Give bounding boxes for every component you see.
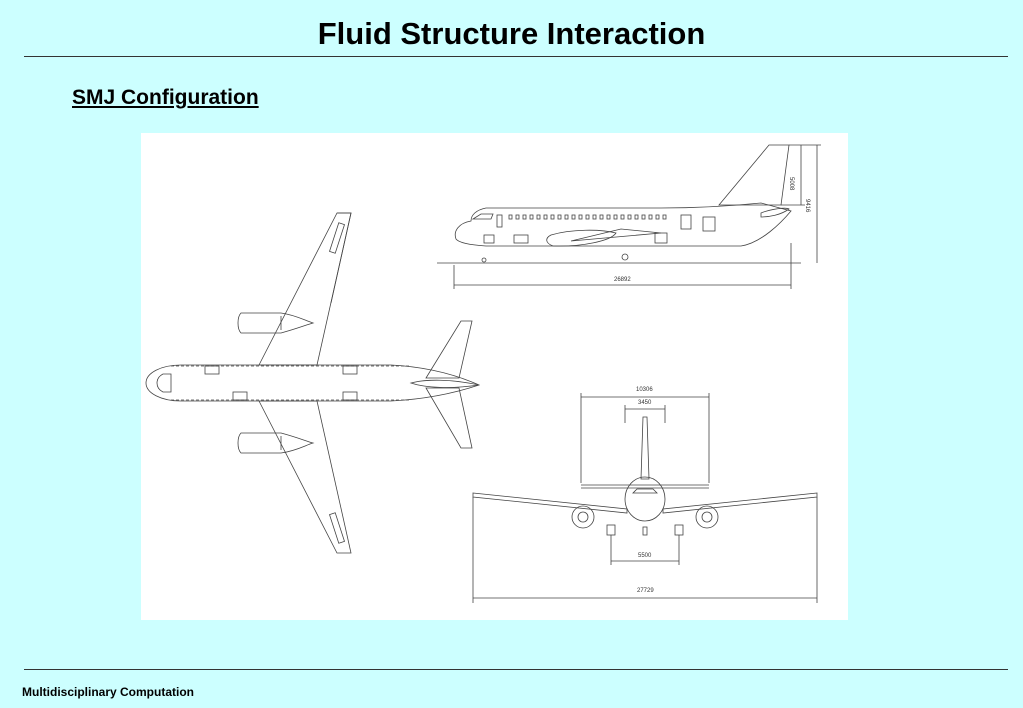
- front-main-gear-left: [606, 524, 616, 536]
- side-view: 26892 5008 9416: [437, 144, 821, 289]
- side-vertical-tail: [718, 144, 790, 206]
- front-inner-dimension: 3450: [638, 400, 652, 406]
- front-gear-dimension: 5500: [638, 553, 652, 559]
- side-tail-height-dimension: 5008: [788, 177, 794, 191]
- plan-wing-lower: [258, 400, 352, 554]
- aircraft-three-view-drawing: 26892 5008 9416: [141, 133, 848, 620]
- side-engine: [546, 229, 617, 247]
- footer-text: Multidisciplinary Computation: [22, 685, 195, 699]
- front-span-dimension: 27729: [637, 588, 654, 594]
- plan-wing-upper: [258, 212, 352, 366]
- side-total-height-dimension: 9416: [804, 199, 810, 213]
- side-main-gear: [621, 253, 629, 261]
- slide-title: Fluid Structure Interaction: [317, 16, 706, 51]
- side-fuselage: [454, 202, 792, 247]
- front-fuselage: [624, 476, 666, 522]
- plan-fuselage: [145, 364, 481, 402]
- side-window-row: [508, 214, 667, 220]
- plan-tail-upper: [425, 320, 473, 379]
- side-nose-gear: [481, 257, 487, 263]
- front-engine-right: [695, 505, 719, 529]
- front-wing-left: [472, 492, 628, 514]
- plan-view: [145, 212, 481, 554]
- plan-engine-upper: [237, 312, 315, 334]
- title-divider: [24, 56, 1008, 57]
- front-main-gear-right: [674, 524, 684, 536]
- section-subtitle: SMJ Configuration: [72, 86, 259, 109]
- front-engine-left: [571, 505, 595, 529]
- front-outer-dimension: 10306: [636, 387, 653, 393]
- front-view: 10306 3450 5500 27729: [472, 387, 818, 603]
- front-vertical-fin: [640, 416, 650, 480]
- plan-tail-lower: [425, 387, 473, 449]
- plan-engine-lower: [237, 432, 315, 454]
- front-wing-right: [662, 492, 818, 514]
- side-length-dimension: 26892: [614, 277, 631, 283]
- footer-divider: [24, 669, 1008, 670]
